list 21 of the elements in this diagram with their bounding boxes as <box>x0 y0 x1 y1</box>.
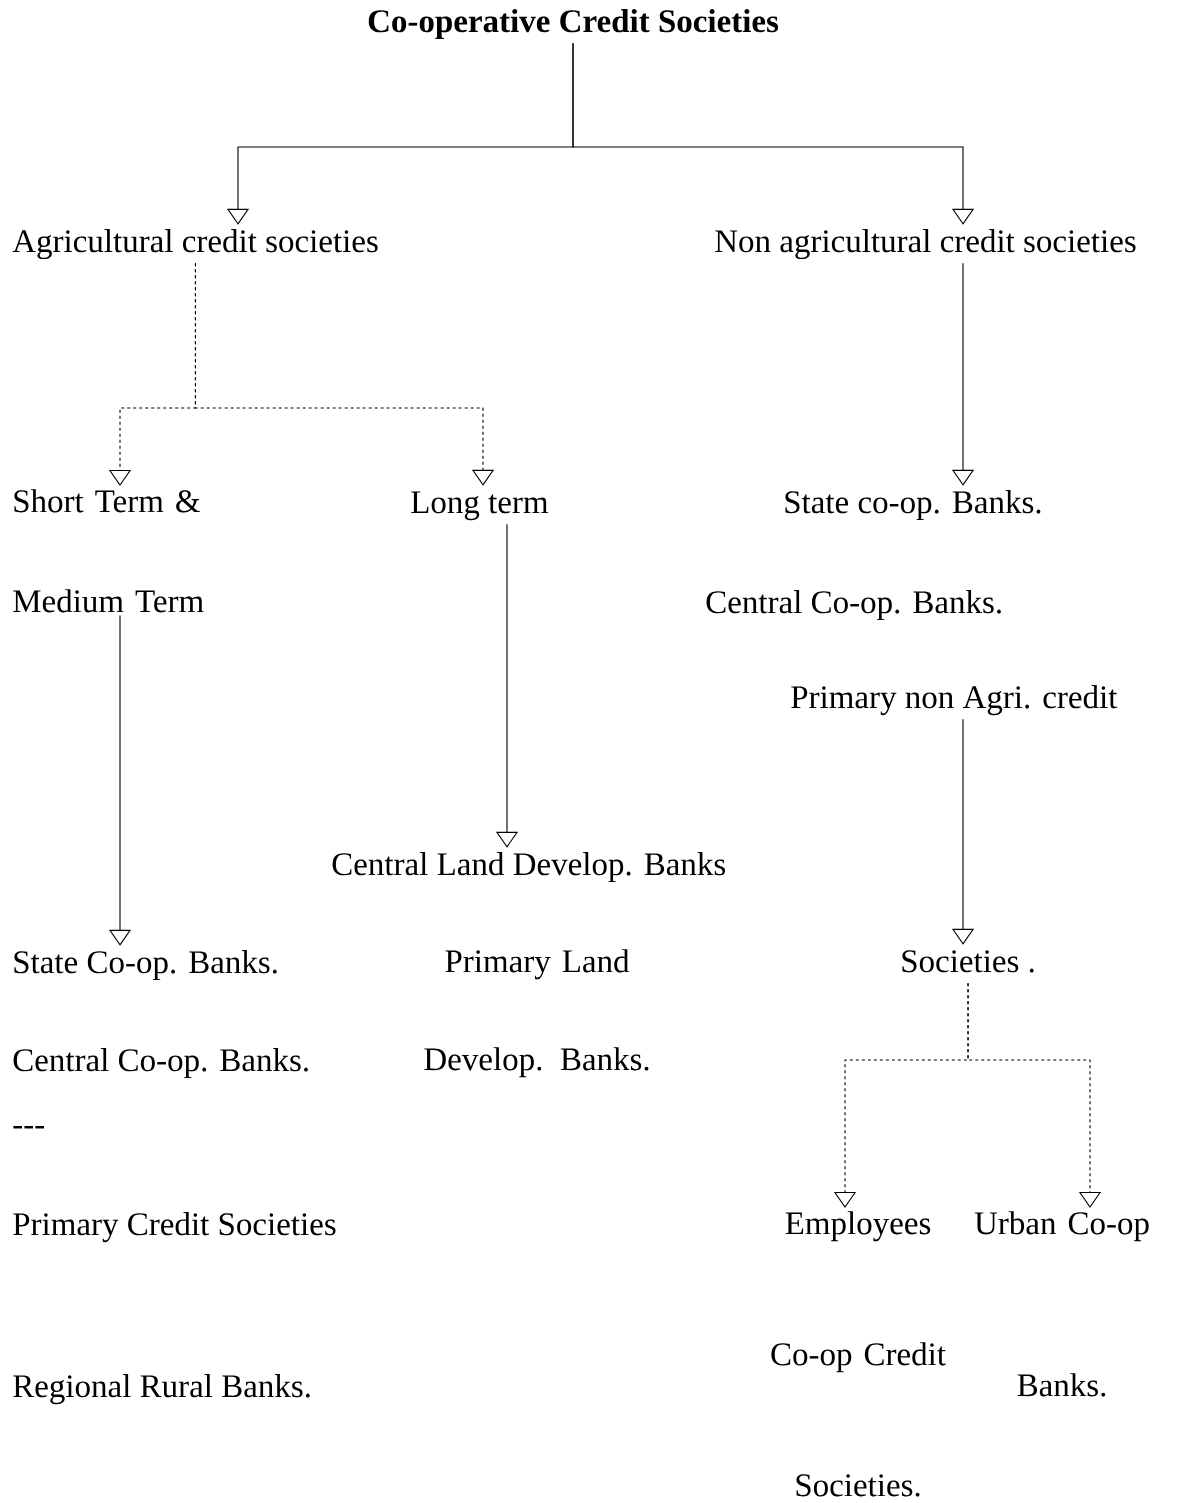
arrow <box>194 262 495 486</box>
node-text: Primary non Agri. credit <box>791 685 1118 716</box>
node-text: Urban Co-op Banks. <box>974 1211 1149 1397</box>
node-text: Non agricultural credit societies <box>715 229 1136 260</box>
label-text: Central Co-op. Banks. <box>13 1048 308 1079</box>
label-text: --- <box>13 1126 44 1129</box>
node-text: Societies . <box>902 950 1034 973</box>
node-text: Co-operative Credit Societies <box>368 9 779 40</box>
label-text: Regional Rural Banks. <box>13 1374 310 1405</box>
node-text: Short Term & Medium Term <box>13 489 204 613</box>
node-text: State Co-op. Banks. <box>14 950 277 981</box>
node-text: State co-op. Banks. <box>785 490 1041 521</box>
node-text: Central Land Develop. Banks <box>332 852 726 883</box>
arrow <box>967 982 1102 1208</box>
label-text: Primary Land Develop. Banks. <box>424 949 649 1078</box>
node-text: Agricultural credit societies <box>12 229 378 260</box>
node-text: Long term <box>411 491 549 521</box>
label-text: Primary Credit Societies <box>13 1212 336 1243</box>
label-text: Central Co-op. Banks. <box>706 590 1001 621</box>
node-text: Employees Co-op Credit Societies. <box>771 1211 946 1497</box>
arrow <box>572 42 975 225</box>
